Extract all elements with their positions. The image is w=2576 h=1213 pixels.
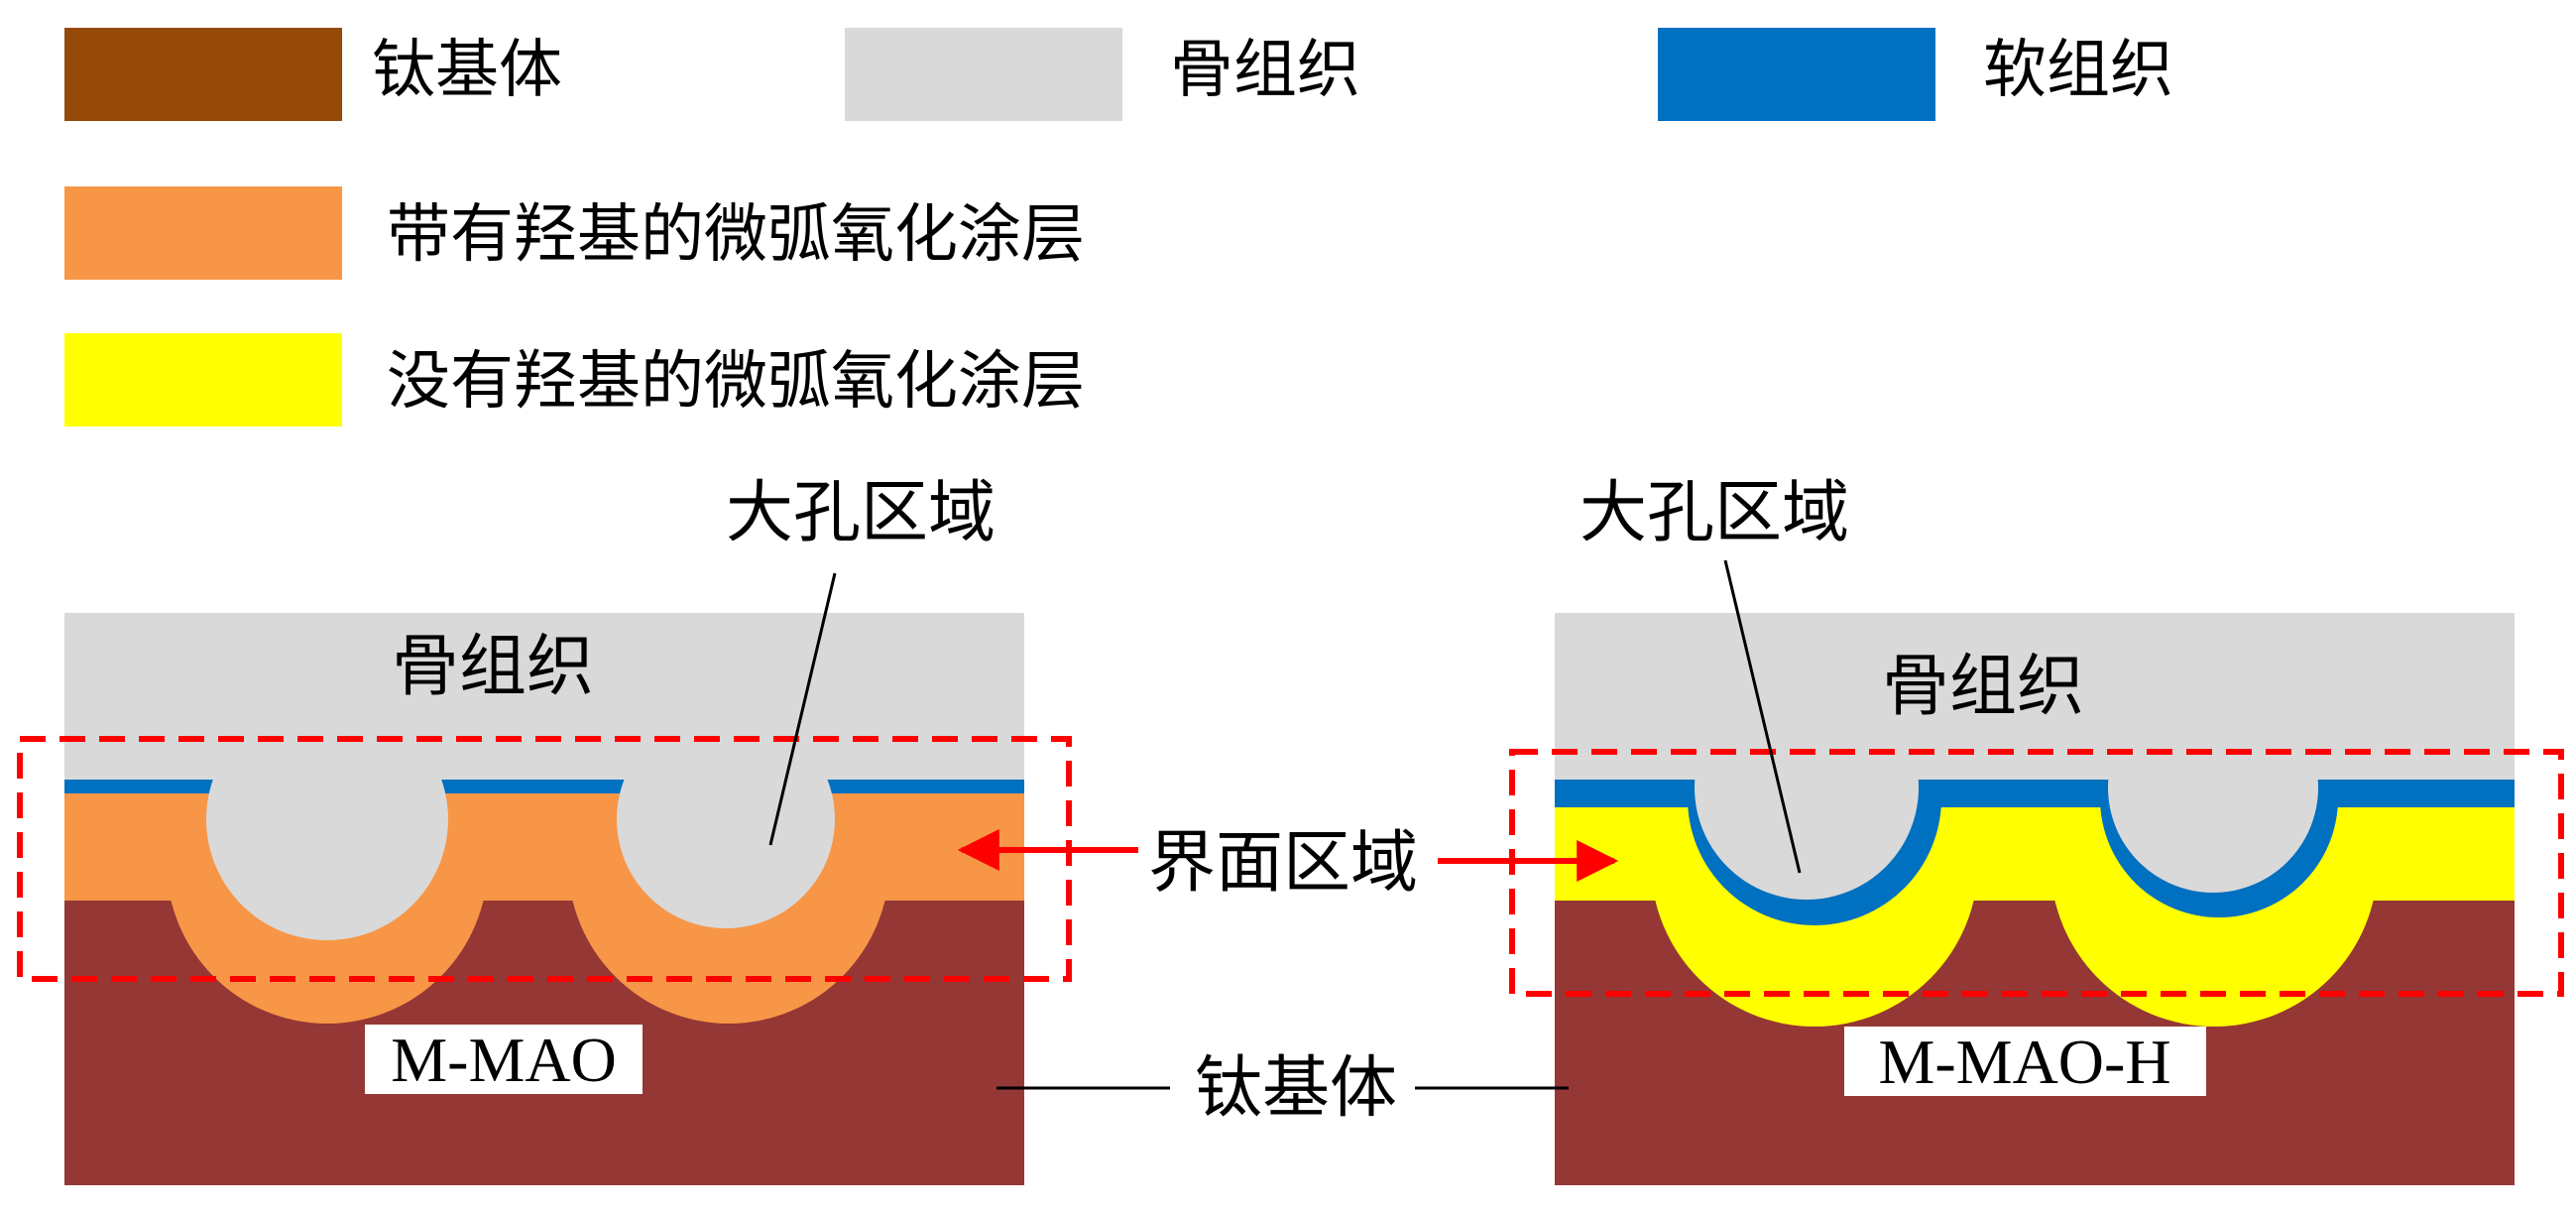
left-pore-leader-line [768,572,837,846]
legend-label-soft-tissue: 软组织 [1983,34,2173,107]
right-sample-label-box [1844,1027,2206,1096]
legend-swatch-bone [845,28,1122,121]
left-sample-label-box [365,1025,643,1094]
left-soft-tissue-line [64,780,1024,793]
legend-swatch-soft-tissue [1658,28,1935,121]
right-pore-leader-line [1723,559,1802,874]
legend-label-titanium: 钛基体 [372,34,562,107]
substrate-label: 钛基体 [1195,1049,1397,1128]
right-interface-dashed-box [1509,749,2564,997]
legend: 钛基体 骨组织 软组织 带有羟基的微弧氧化涂层 没有羟基的微弧氧化涂层 [64,28,2173,426]
right-sample-block: 骨组织 M-MAO-H 大孔区域 [1509,474,2564,1185]
left-bone-label: 骨组织 [392,628,594,706]
legend-swatch-hydroxyl-coating [64,186,342,280]
left-sample-label: M-MAO [391,1025,617,1095]
right-pore-label: 大孔区域 [1580,474,1849,552]
left-bone-top-fill [64,613,1024,780]
right-bone-label: 骨组织 [1882,648,2084,726]
interface-region-label: 界面区域 [1148,824,1418,903]
legend-swatch-titanium [64,28,342,121]
left-pore-label: 大孔区域 [726,474,995,552]
legend-label-bone: 骨组织 [1170,34,1360,107]
legend-label-plain-coating: 没有羟基的微弧氧化涂层 [387,345,1085,419]
left-interface-dashed-box [17,736,1072,982]
right-sample-label: M-MAO-H [1878,1027,2170,1097]
legend-label-hydroxyl-coating: 带有羟基的微弧氧化涂层 [387,198,1085,272]
legend-swatch-plain-coating [64,333,342,426]
left-sample-block: 骨组织 M-MAO 大孔区域 [17,474,1072,1185]
center-annotations: 界面区域 钛基体 [957,824,1619,1128]
